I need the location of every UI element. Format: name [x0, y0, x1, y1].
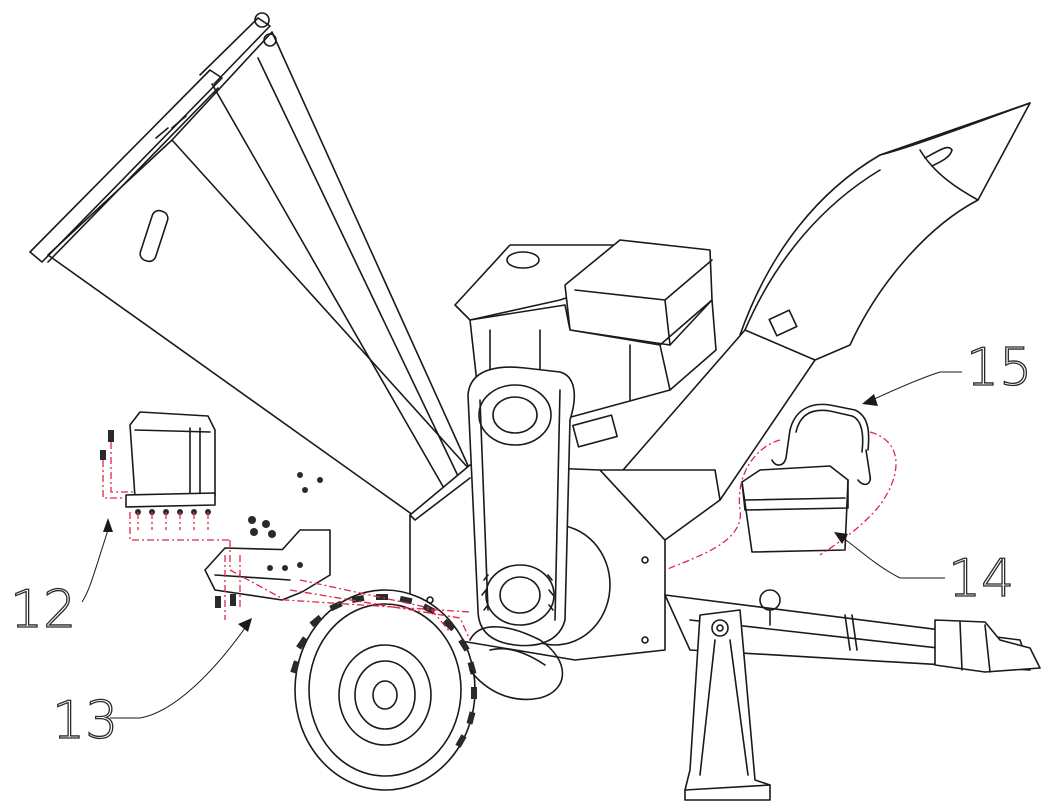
callout-leaders	[81, 371, 962, 719]
engine	[454, 239, 717, 448]
part-toolbox	[100, 411, 230, 541]
callout-13: 13	[52, 691, 118, 751]
callout-15: 15	[966, 338, 1032, 398]
callout-14: 14	[948, 549, 1014, 609]
belt-guard	[467, 366, 576, 647]
part-storage-box	[741, 465, 849, 553]
support-stand	[684, 609, 771, 801]
callout-12: 12	[10, 580, 76, 640]
wheel-rear	[469, 626, 564, 701]
feed-hopper	[29, 12, 471, 521]
part-mount-bracket	[204, 472, 471, 641]
wheel-front	[290, 589, 477, 791]
part-hook-strap	[664, 403, 897, 571]
